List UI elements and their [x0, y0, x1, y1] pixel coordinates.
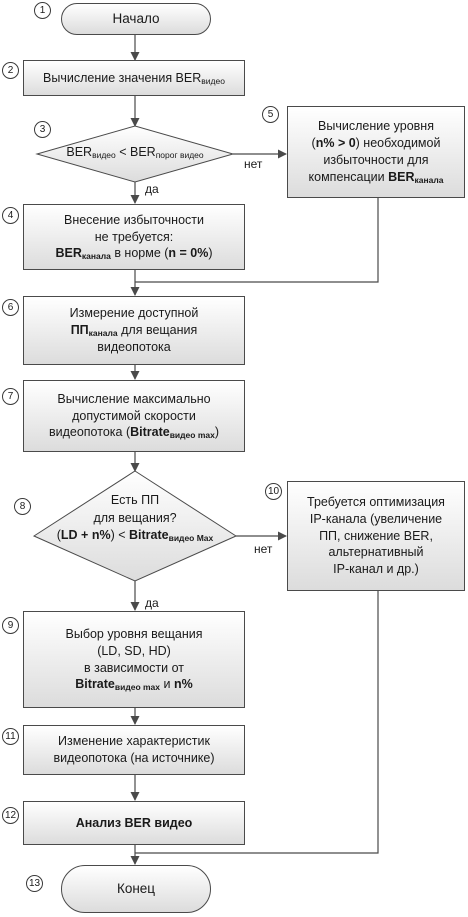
arrow-5-merge: [135, 198, 379, 283]
process-5-line2: (n% > 0) необходимой: [311, 136, 441, 151]
decision-3-no-label: нет: [244, 157, 263, 171]
decision-8-line2: для вещания?: [93, 510, 177, 525]
process-2-text: Вычисление значения BERвидео: [43, 70, 225, 86]
step-number-11: 11: [2, 728, 19, 745]
start-terminal: Начало: [61, 3, 211, 35]
process-10-line2: IP-канала (увеличение: [309, 511, 443, 526]
process-compute-redundancy: Вычисление уровня (n% > 0) необходимой и…: [287, 106, 465, 198]
process-no-redundancy: Внесение избыточности не требуется: BERк…: [23, 204, 245, 270]
step-number-4: 4: [2, 207, 19, 224]
process-11-line2: видеопотока (на источнике): [53, 751, 215, 765]
process-5-line3: избыточности для: [323, 153, 429, 167]
process-measure-bandwidth: Измерение доступной ППканала для вещания…: [23, 296, 245, 365]
process-9-line2: (LD, SD, HD): [97, 643, 171, 658]
process-10-line4: альтернативный: [328, 545, 424, 560]
decision-3-shape: [35, 125, 235, 183]
arrow-10-merge: [135, 591, 379, 854]
process-4-line3: BERканала в норме (n = 0%): [55, 246, 213, 262]
start-label: Начало: [112, 10, 160, 26]
process-compute-ber: Вычисление значения BERвидео: [23, 60, 245, 96]
process-11-line1: Изменение характеристик: [58, 734, 210, 749]
process-analyze-ber: Анализ BER видео: [23, 801, 245, 845]
step-number-2: 2: [2, 62, 19, 79]
process-5-line1: Вычисление уровня: [318, 119, 434, 134]
process-4-line2: не требуется:: [94, 229, 174, 244]
decision-8-line1: Есть ПП: [110, 493, 160, 507]
step-number-12: 12: [2, 807, 19, 824]
process-6-line1: Измерение доступной: [69, 306, 199, 321]
process-6-line3: видеопотока: [97, 339, 171, 354]
process-10-line3: ПП, снижение BER,: [319, 528, 433, 543]
step-number-6: 6: [2, 299, 19, 316]
process-9-line1: Выбор уровня вещания: [65, 626, 203, 641]
step-number-1: 1: [34, 2, 51, 19]
process-7-line2: допустимой скорости: [72, 408, 196, 423]
process-7-line3: видеопотока (Bitrateвидео max): [48, 425, 220, 441]
process-7-line1: Вычисление максимально: [57, 391, 211, 406]
process-5-line4: компенсации BERканала: [308, 169, 444, 185]
process-10-line5: IP-канал и др.): [333, 562, 419, 577]
decision-8-no-label: нет: [254, 542, 273, 556]
step-number-3: 3: [34, 121, 51, 138]
process-9-line4: Bitrateвидео max и n%: [75, 677, 193, 693]
decision-8-yes-label: да: [145, 596, 159, 610]
decision-8-text: Есть ПП для вещания? (LD + n%) < Bitrate…: [45, 492, 225, 545]
step-number-13: 13: [26, 875, 43, 892]
step-number-10: 10: [265, 483, 282, 500]
process-12-text: Анализ BER видео: [75, 815, 193, 830]
step-number-9: 9: [2, 617, 19, 634]
process-change-stream: Изменение характеристик видеопотока (на …: [23, 725, 245, 775]
process-9-line3: в зависимости от: [83, 660, 185, 675]
process-6-line2: ППканала для вещания: [70, 323, 198, 339]
process-10-line1: Требуется оптимизация: [307, 494, 445, 509]
process-max-bitrate: Вычисление максимально допустимой скорос…: [23, 380, 245, 452]
end-terminal: Конец: [61, 865, 211, 913]
process-4-line1: Внесение избыточности: [63, 212, 204, 227]
decision-8-shape: [32, 470, 238, 582]
step-number-8: 8: [14, 498, 31, 515]
decision-8-line3: (LD + n%) < Bitrateвидео Max: [56, 528, 214, 543]
process-optimize-channel: Требуется оптимизация IP-канала (увеличе…: [287, 481, 465, 591]
decision-3-yes-label: да: [145, 182, 159, 196]
step-number-7: 7: [2, 388, 19, 405]
end-label: Конец: [116, 880, 156, 896]
process-select-level: Выбор уровня вещания (LD, SD, HD) в зави…: [23, 611, 245, 708]
step-number-5: 5: [262, 106, 279, 123]
decision-3-text: BERвидео < BERпорог видео: [66, 145, 204, 160]
